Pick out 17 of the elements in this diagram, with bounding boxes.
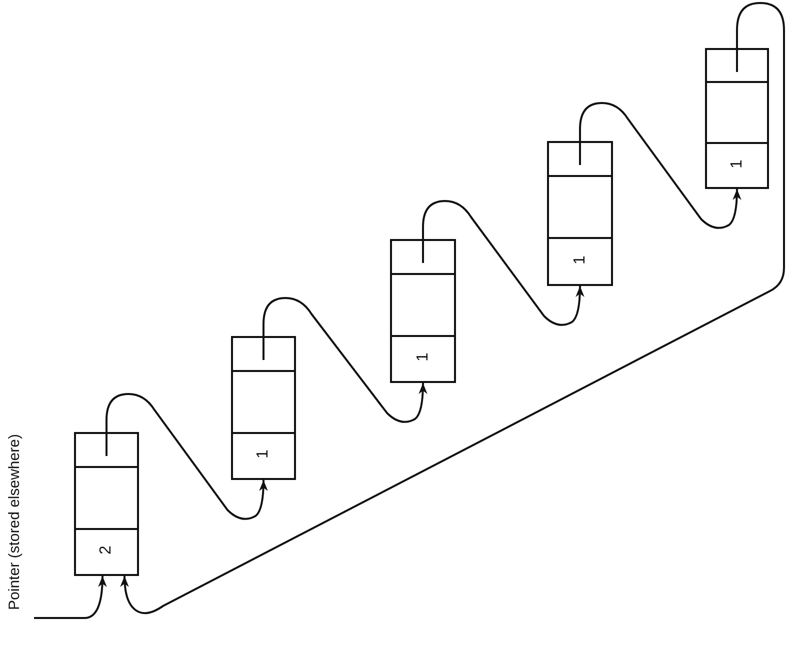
reference-count: 1 — [254, 450, 272, 458]
pointer-label: Pointer (stored elsewhere) — [4, 387, 26, 657]
record-box — [74, 432, 139, 576]
pointer-arrow — [120, 2, 785, 614]
record-box — [547, 141, 613, 286]
pointer-arrow — [34, 576, 107, 619]
pointer-arrow — [422, 200, 584, 326]
reference-count: 1 — [728, 159, 746, 168]
reference-count: 2 — [98, 546, 116, 554]
pointer-arrow — [262, 297, 428, 423]
reference-count: 1 — [571, 256, 589, 264]
pointer-arrow — [579, 102, 742, 229]
reference-count: 1 — [414, 352, 432, 362]
pointer-arrow — [106, 393, 268, 520]
record-box — [705, 48, 769, 189]
record-box — [231, 336, 296, 480]
record-box — [390, 239, 456, 383]
